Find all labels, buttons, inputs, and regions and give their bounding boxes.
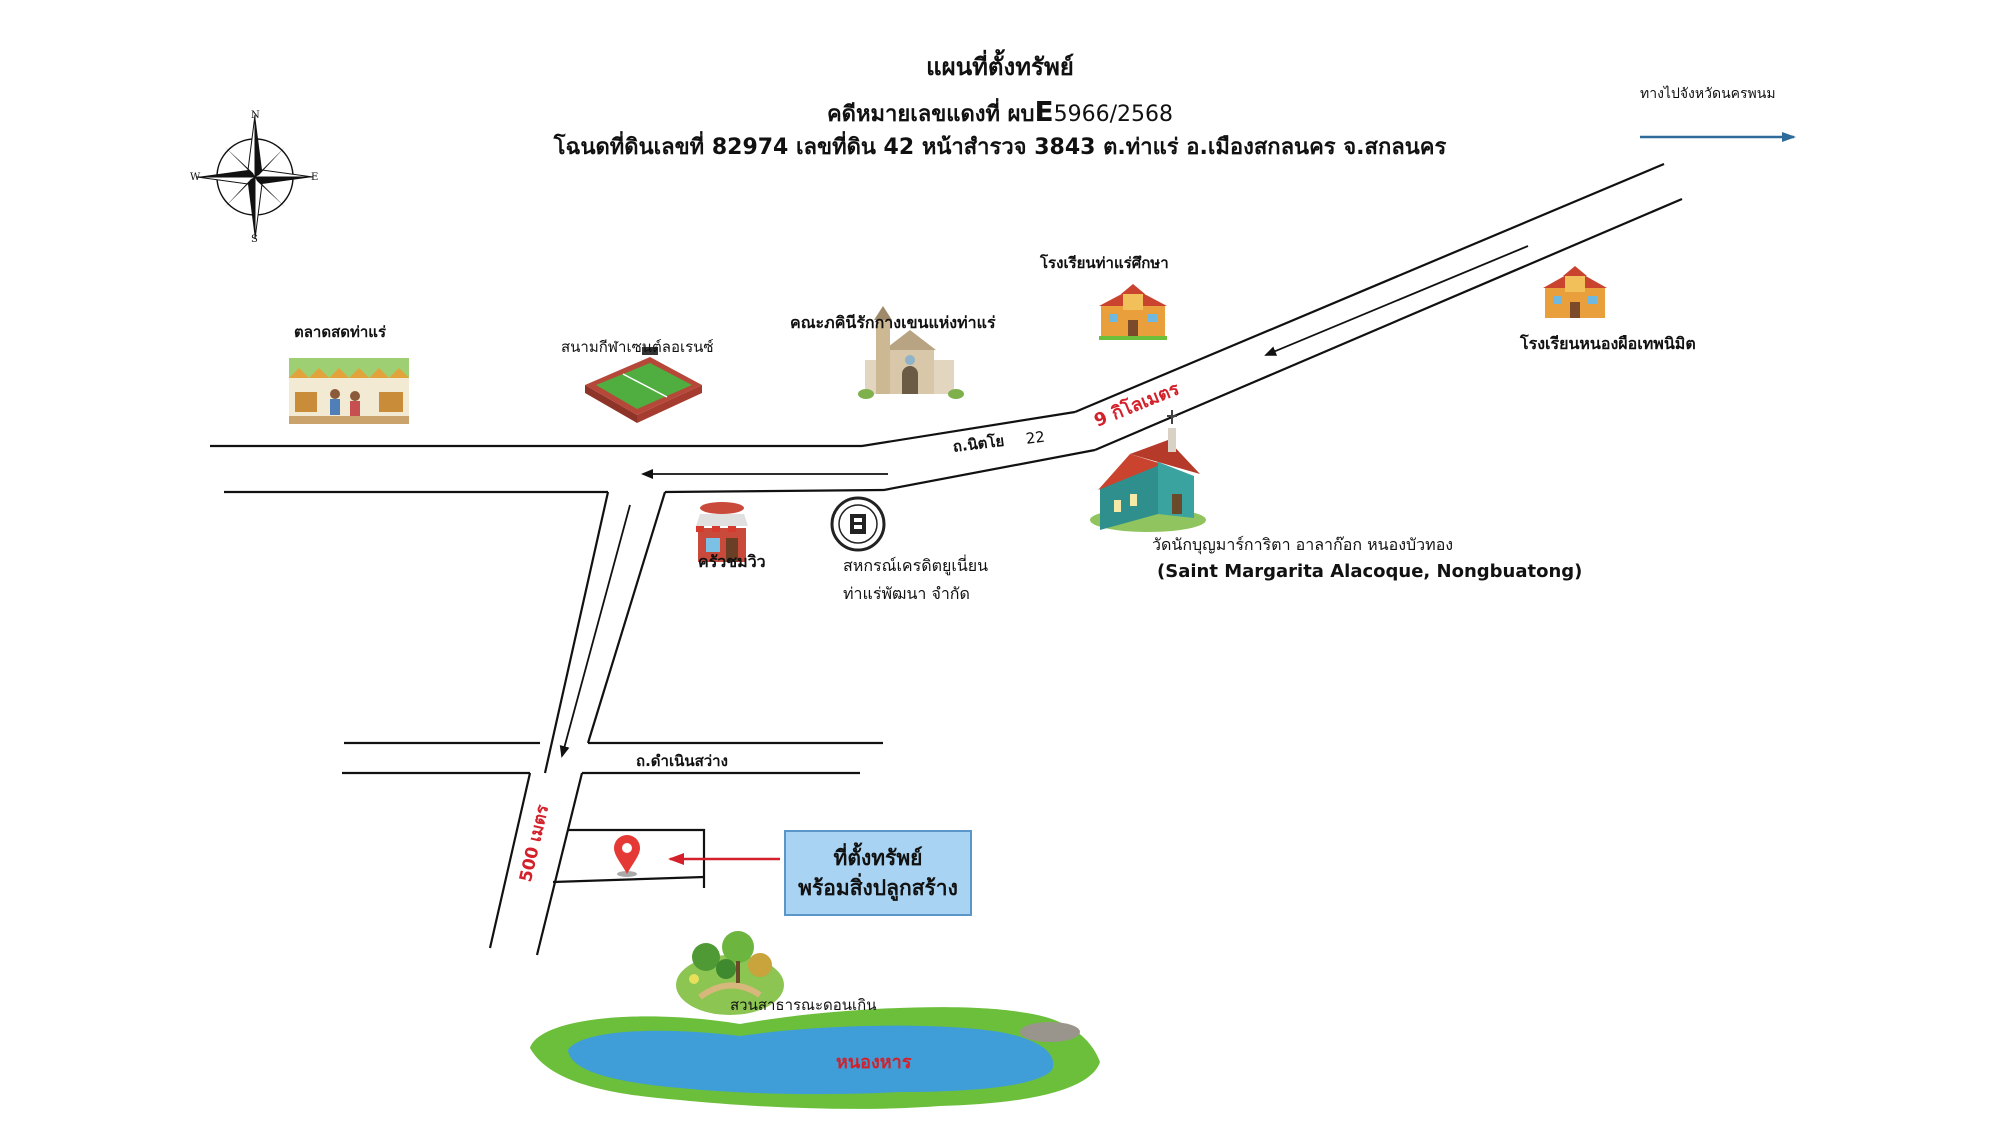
church-icon bbox=[1090, 410, 1206, 532]
road-edge bbox=[488, 772, 532, 949]
school-nongphue-label: โรงเรียนหนองผือเทพนิมิต bbox=[1520, 334, 1696, 353]
road-edge bbox=[664, 488, 885, 494]
school-icon bbox=[1543, 266, 1607, 318]
property-callout-line1: ที่ตั้งทรัพย์ bbox=[833, 845, 923, 870]
convent-icon bbox=[858, 306, 964, 399]
road-edge bbox=[883, 448, 1096, 492]
school-icon bbox=[1099, 284, 1167, 340]
coop-label-line2: ท่าแร่พัฒนา จำกัด bbox=[843, 584, 970, 603]
compass-east-label: E bbox=[311, 172, 319, 183]
compass-north-label: N bbox=[251, 110, 260, 121]
location-pin-icon bbox=[614, 835, 640, 877]
road-edge bbox=[586, 491, 667, 744]
road-edge bbox=[861, 410, 1076, 448]
road-edge bbox=[535, 772, 584, 956]
property-callout: ที่ตั้งทรัพย์ พร้อมสิ่งปลูกสร้าง bbox=[784, 830, 972, 916]
property-plot-outline bbox=[568, 828, 706, 888]
case-number-value: 5966/2568 bbox=[1053, 102, 1174, 127]
compass-south-label: S bbox=[251, 234, 258, 245]
market-icon bbox=[289, 358, 409, 424]
restaurant-icon bbox=[696, 502, 748, 562]
property-plot-edge bbox=[552, 875, 705, 884]
map-title: แผนที่ตั้งทรัพย์ bbox=[926, 53, 1074, 81]
property-callout-line2: พร้อมสิ่งปลูกสร้าง bbox=[798, 876, 958, 900]
church-label-english: (Saint Margarita Alacoque, Nongbuatong) bbox=[1157, 561, 1583, 582]
lake-icon bbox=[530, 1007, 1100, 1109]
coop-label-line1: สหกรณ์เครดิตยูเนี่ยน bbox=[843, 556, 989, 575]
lake-label: หนองหาร bbox=[836, 1052, 912, 1073]
stadium-icon bbox=[585, 347, 702, 423]
park-label: สวนสาธารณะดอนเกิน bbox=[730, 996, 877, 1014]
stadium-label: สนามกีฬาเซนต์ลอเรนซ์ bbox=[561, 338, 714, 356]
market-label: ตลาดสดท่าแร่ bbox=[294, 323, 387, 341]
deed-info: โฉนดที่ดินเลขที่ 82974 เลขที่ดิน 42 หน้า… bbox=[553, 135, 1447, 160]
road-label-damnoen: ถ.ดำเนินสว่าง bbox=[636, 752, 728, 770]
coop-logo-icon bbox=[830, 496, 886, 552]
direction-arrows bbox=[559, 245, 1529, 758]
traffic-arrow bbox=[1264, 245, 1529, 356]
road-label-nittayo-number: 22 bbox=[1024, 427, 1046, 448]
road-edge bbox=[543, 491, 610, 774]
school-thare-label: โรงเรียนท่าแร่ศึกษา bbox=[1040, 254, 1169, 272]
road-network bbox=[210, 162, 1683, 956]
nakhon-phanom-direction-label: ทางไปจังหวัดนครพนม bbox=[1640, 86, 1776, 102]
restaurant-label: ครัวชมวิว bbox=[698, 552, 766, 571]
church-label-thai: วัดนักบุญมาร์การิตา อาลาก๊อก หนองบัวทอง bbox=[1152, 535, 1454, 554]
convent-label: คณะภคินีรักกางเขนแห่งท่าแร่ bbox=[790, 313, 996, 332]
road-edge bbox=[1074, 162, 1665, 414]
traffic-arrow bbox=[559, 504, 631, 758]
case-number-letter: E bbox=[1034, 95, 1054, 128]
park-icon bbox=[676, 931, 784, 1015]
compass-rose-icon bbox=[196, 114, 314, 240]
case-number: คดีหมายเลขแดงที่ ผบE5966/2568 bbox=[0, 98, 2000, 126]
road-edge bbox=[1094, 197, 1683, 452]
compass-west-label: W bbox=[190, 172, 201, 183]
case-number-prefix: คดีหมายเลขแดงที่ ผบ bbox=[826, 102, 1035, 127]
